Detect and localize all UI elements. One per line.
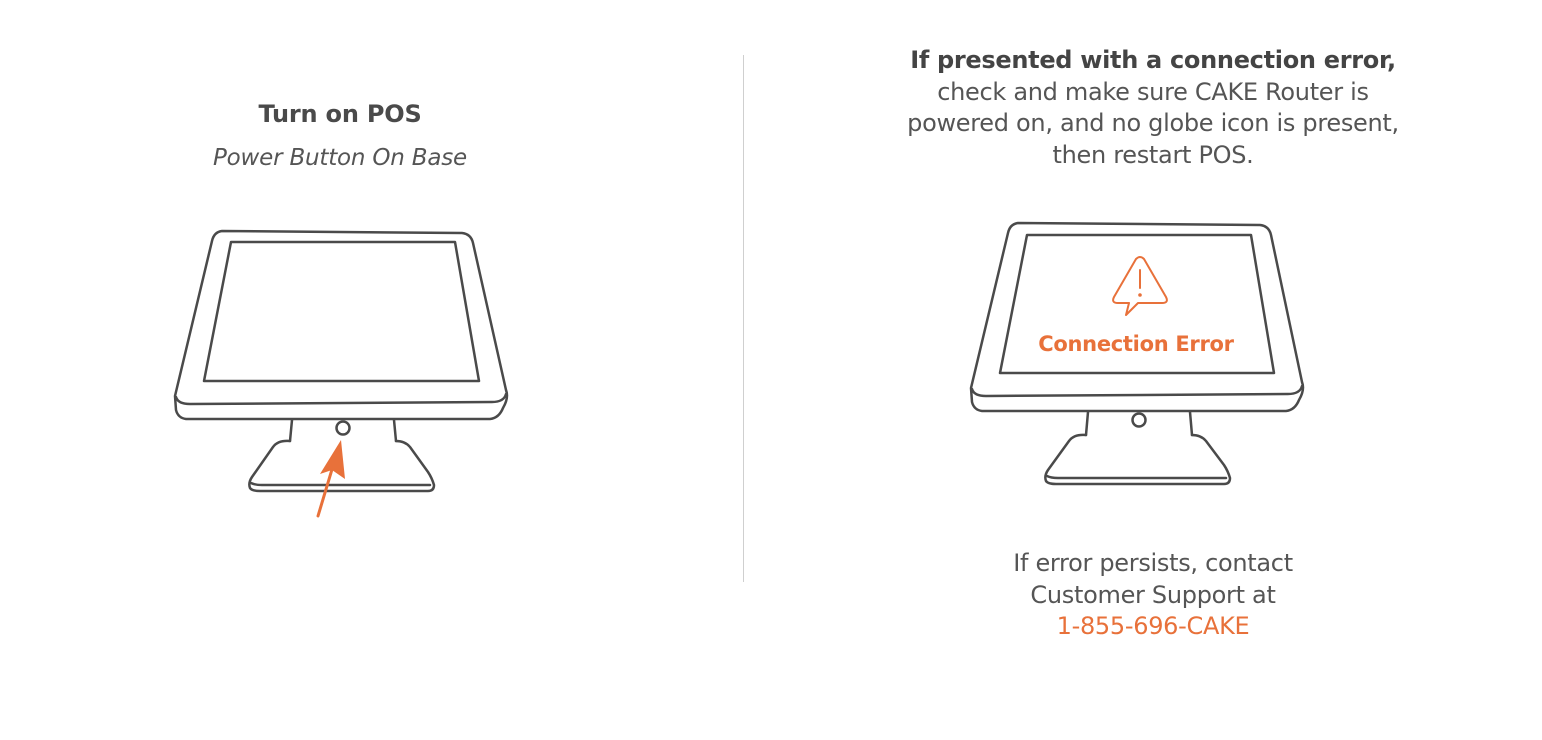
connection-error-label: Connection Error [1038,332,1234,356]
support-contact: If error persists, contact Customer Supp… [950,548,1356,643]
left-panel-title: Turn on POS [258,100,422,128]
instruction-heading: If presented with a connection error, [910,46,1396,74]
left-panel-subtitle: Power Button On Base [212,145,468,171]
support-phone-link[interactable]: 1-855-696-CAKE [1056,612,1250,640]
connection-error-instructions: If presented with a connection error, ch… [900,45,1406,171]
warning-triangle-icon [1112,256,1168,316]
left-pos-terminal-icon [173,229,509,493]
panel-divider [743,55,744,582]
support-line-1: If error persists, contact [1013,549,1293,577]
support-line-2: Customer Support at [1030,580,1276,609]
right-pos-terminal-icon [969,221,1305,486]
instruction-body: check and make sure CAKE Router is power… [907,77,1399,169]
power-arrow-icon [316,440,345,518]
